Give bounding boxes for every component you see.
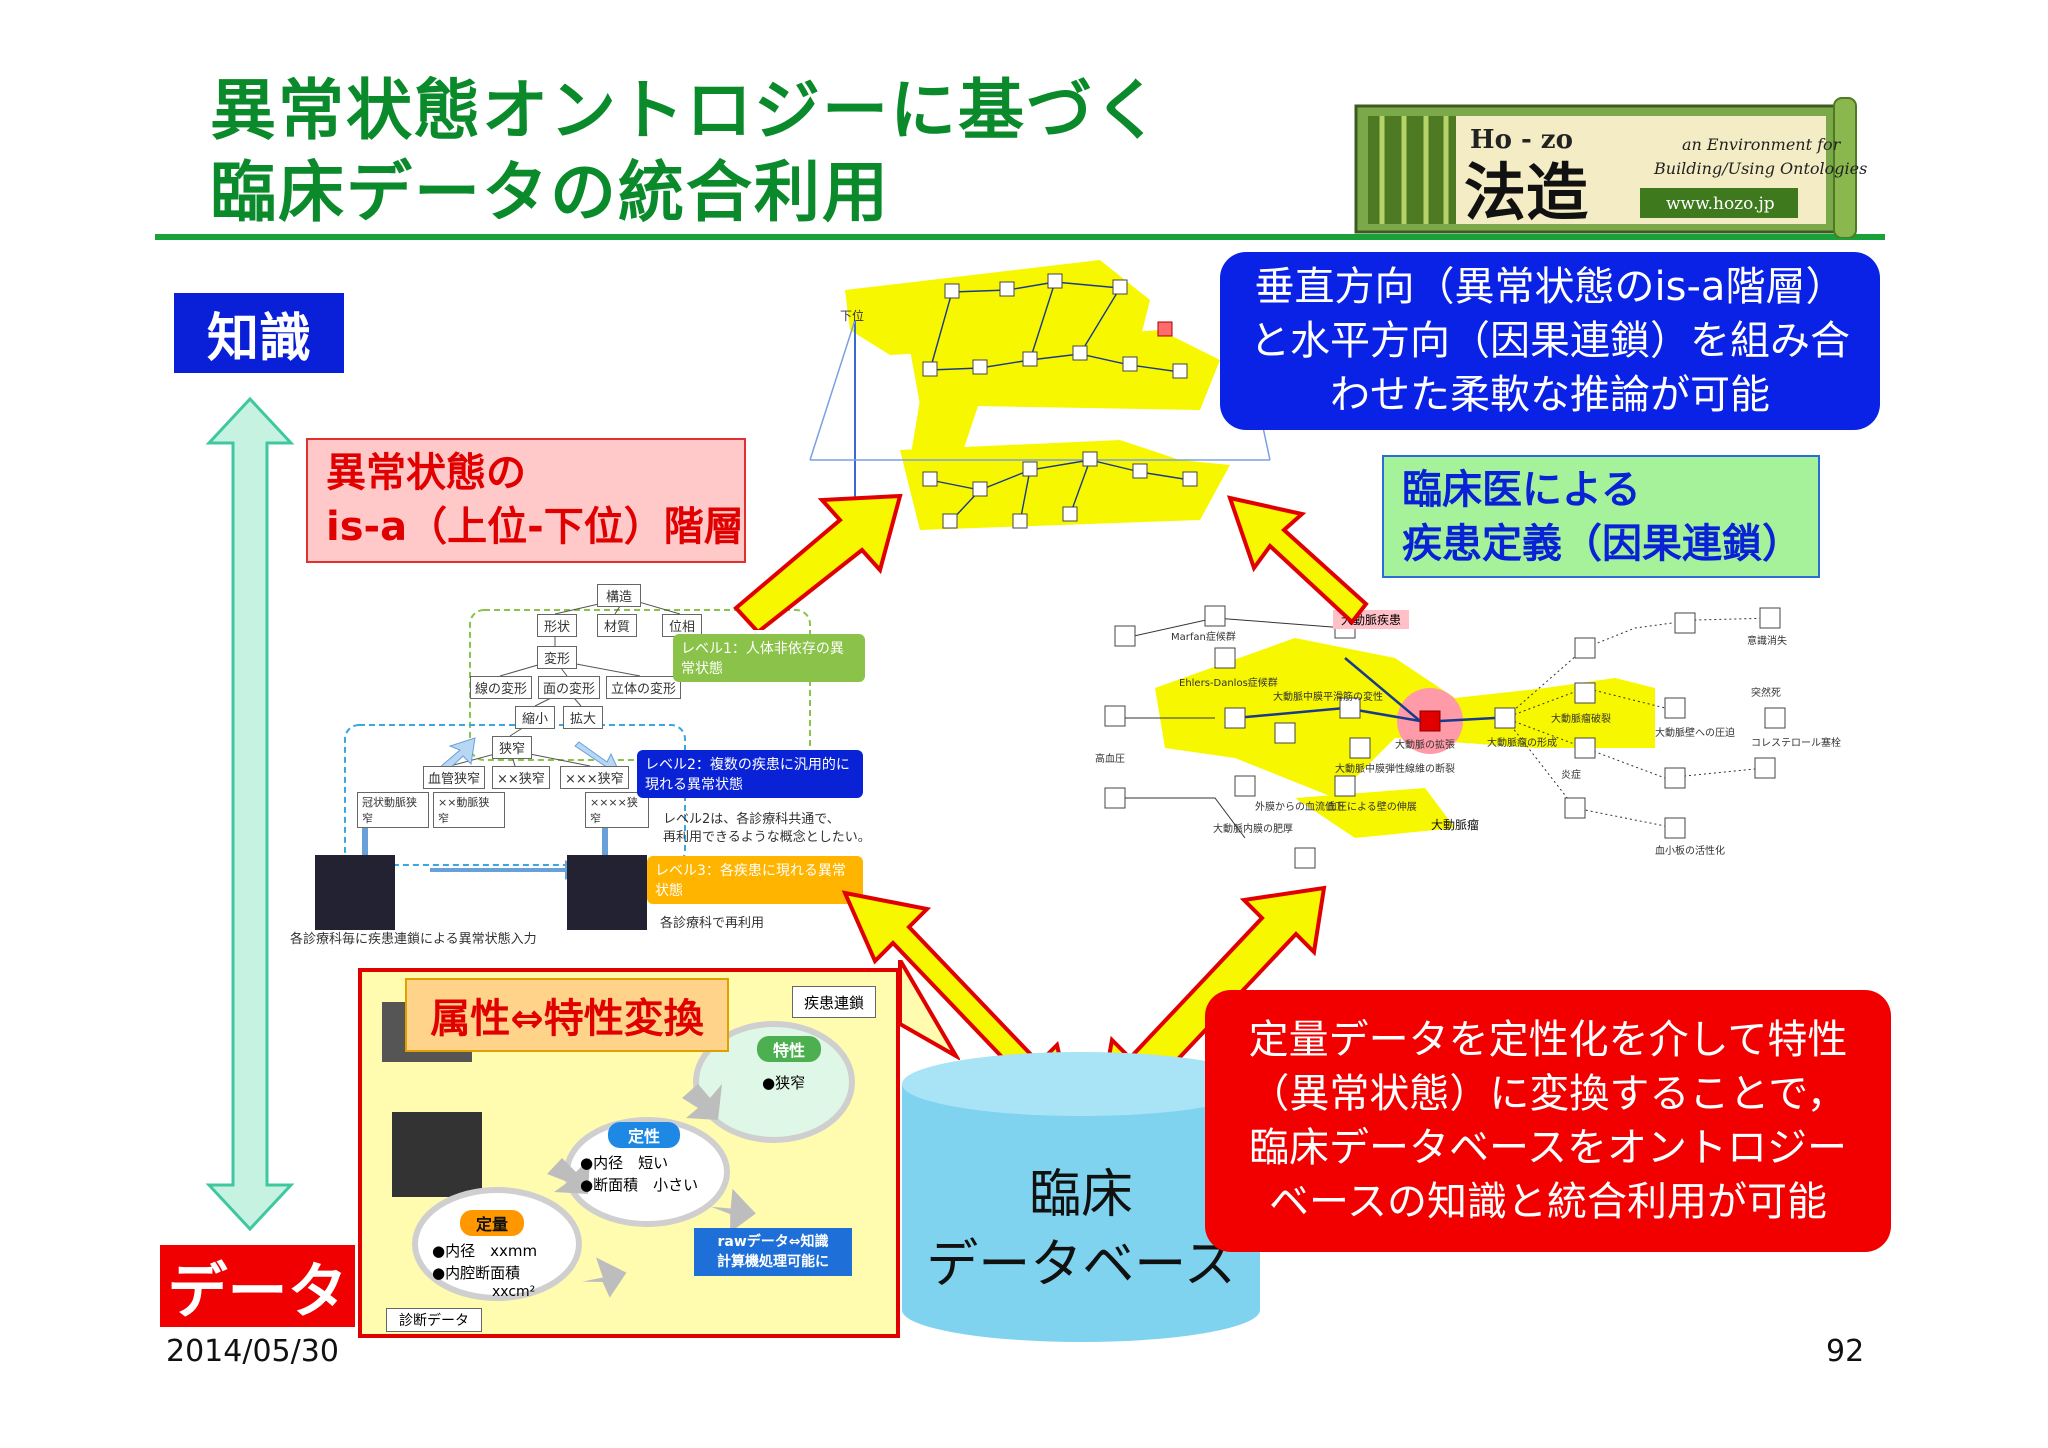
node-shape: 形状 <box>537 614 578 637</box>
clinician-line-1: 臨床医による <box>1402 467 1641 513</box>
logo-url: www.hozo.jp <box>1666 194 1775 214</box>
node-wall-stretch: 血圧による壁の伸展 <box>1327 802 1417 813</box>
right-caption: 各診療科で再利用 <box>660 916 765 931</box>
causal-chain-graph: 大動脈疾患 大動脈瘤 高血圧 大動脈瘤の形成 大動脈の拡張 Marfan症候群 … <box>1095 598 1885 878</box>
node-solid-deform: 立体の変形 <box>606 676 682 699</box>
node-surface-deform: 面の変形 <box>538 676 601 699</box>
node-aorta-dilation: 大動脈の拡張 <box>1395 740 1455 751</box>
node-deform: 変形 <box>537 646 578 669</box>
title-underline <box>155 234 1885 240</box>
isa-line-2: is-a（上位-下位）階層 <box>326 504 744 550</box>
quantitative-label: 定量 <box>460 1210 524 1236</box>
attribute-trait-title: 属性⇔特性変換 <box>405 978 729 1052</box>
left-caption: 各診療科毎に疾患連鎖による異常状態入力 <box>290 932 537 947</box>
footer-date: 2014/05/30 <box>166 1334 339 1369</box>
node-intima-thickening: 大動脈内膜の肥厚 <box>1213 824 1293 835</box>
node-narrow: 狭窄 <box>492 736 533 759</box>
node-wall-pressure: 大動脈壁への圧迫 <box>1655 728 1735 739</box>
logo-romaji: Ho - zo <box>1470 125 1573 155</box>
quantitative-item-2: ●内腔断面積 <box>432 1264 521 1282</box>
isa-hierarchy-graph: 下位 <box>809 260 1271 530</box>
callout-blue-line-1: 垂直方向（異常状態のis-a階層） <box>1254 264 1846 310</box>
arrow-to-isa-graph <box>733 493 903 630</box>
level2-desc-2: 再利用できるような概念としたい。 <box>663 830 871 845</box>
node-xxxx-narrow: ××××狭窄 <box>585 792 649 828</box>
slide-title: 異常状態オントロジーに基づく 臨床データの統合利用 <box>210 70 1162 234</box>
node-vessel-narrow: 血管狭窄 <box>423 766 486 789</box>
database-label: 臨床 データベース <box>898 1160 1264 1300</box>
callout-blue-line-3: わせた柔軟な推論が可能 <box>1330 372 1770 418</box>
logo-kanji: 法造 <box>1464 156 1588 229</box>
trait-label: 特性 <box>757 1036 821 1062</box>
page-number: 92 <box>1826 1334 1865 1369</box>
knowledge-label: 知識 <box>174 293 344 373</box>
node-elastic-fiber: 大動脈中膜弾性線維の断裂 <box>1335 764 1455 775</box>
node-media-smooth-muscle: 大動脈中膜平滑筋の変性 <box>1273 692 1383 703</box>
node-expand: 拡大 <box>563 706 604 729</box>
node-inflammation: 炎症 <box>1561 770 1581 781</box>
diagnosis-data-tag: 診断データ <box>386 1308 482 1332</box>
title-line-1: 異常状態オントロジーに基づく <box>210 72 1162 149</box>
level1-note: レベル1：人体非依存の異常状態 <box>673 634 865 682</box>
node-shrink: 縮小 <box>515 706 556 729</box>
node-xx-narrow: ××狭窄 <box>492 766 550 789</box>
disease-chain-tag: 疾患連鎖 <box>792 986 876 1018</box>
qualitative-item-2: ●断面積 小さい <box>580 1176 699 1194</box>
clinical-database-cylinder <box>902 1052 1260 1342</box>
hozo-logo: Ho - zo 法造 an Environment for Building/U… <box>1352 96 1872 239</box>
node-cholesterol-embolism: コレステロール塞栓 <box>1751 738 1841 749</box>
quantitative-item-1: ●内径 xxmm <box>432 1242 538 1260</box>
data-label: データ <box>160 1245 355 1327</box>
raw-note-line-1: rawデータ⇔知識 <box>717 1234 829 1250</box>
node-ehlers-danlos: Ehlers-Danlos症候群 <box>1179 678 1278 689</box>
node-aneurysm-formation: 大動脈瘤の形成 <box>1487 738 1557 749</box>
aneurysm-tag: 大動脈瘤 <box>1431 818 1480 832</box>
clinician-definition-box: 臨床医による 疾患定義（因果連鎖） <box>1382 455 1820 578</box>
callout-blue-line-2: と水平方向（因果連鎖）を組み合 <box>1250 318 1850 364</box>
logo-tagline-2: Building/Using Ontologies <box>1653 159 1867 178</box>
isa-line-1: 異常状態の <box>326 450 526 496</box>
vertical-double-arrow <box>205 396 295 1232</box>
quantitative-item-3: xxcm² <box>492 1284 536 1300</box>
raw-data-note: rawデータ⇔知識 計算機処理可能に <box>694 1228 852 1276</box>
integration-callout: 定量データを定性化を介して特性 （異常状態）に変換することで， 臨床データベース… <box>1205 990 1891 1252</box>
node-structure: 構造 <box>597 584 642 607</box>
node-hypertension: 高血圧 <box>1095 754 1125 765</box>
qualitative-item-1: ●内径 短い <box>580 1154 669 1172</box>
qualitative-label: 定性 <box>608 1122 680 1148</box>
level2-note: レベル2：複数の疾患に汎用的に現れる異常状態 <box>637 750 863 798</box>
level3-note: レベル3：各疾患に現れる異常状態 <box>647 856 863 904</box>
node-marfan: Marfan症候群 <box>1171 632 1236 643</box>
clinician-line-2: 疾患定義（因果連鎖） <box>1402 521 1802 567</box>
callout-red-line-3: 臨床データベースをオントロジー <box>1249 1125 1847 1171</box>
node-sudden-death: 突然死 <box>1751 688 1781 699</box>
attr-panel-pointer <box>898 960 960 1060</box>
callout-red-line-4: ベースの知識と統合利用が可能 <box>1269 1179 1827 1225</box>
arrow-to-clinician-def <box>1226 495 1369 625</box>
node-topology: 位相 <box>662 614 703 637</box>
abnormal-state-hierarchy: 構造 形状 材質 位相 変形 線の変形 面の変形 立体の変形 縮小 拡大 狭窄 … <box>285 570 871 950</box>
database-line-1: 臨床 <box>1028 1165 1133 1225</box>
node-material: 材質 <box>597 614 638 637</box>
raw-note-line-2: 計算機処理可能に <box>717 1254 829 1270</box>
vertical-horizontal-reasoning-callout: 垂直方向（異常状態のis-a階層） と水平方向（因果連鎖）を組み合 わせた柔軟な… <box>1220 252 1880 430</box>
node-rupture: 大動脈瘤破裂 <box>1551 714 1611 725</box>
logo-tagline-1: an Environment for <box>1682 135 1842 154</box>
node-platelet-activation: 血小板の活性化 <box>1655 846 1725 857</box>
node-xx-artery-narrow: ××動脈狭窄 <box>433 792 505 828</box>
level2-desc-1: レベル2は、各診療科共通で、 <box>663 812 840 827</box>
isa-graph-label: 下位 <box>840 308 864 323</box>
node-coronary-narrow: 冠状動脈狭窄 <box>357 792 429 828</box>
trait-item: ●狭窄 <box>762 1074 806 1092</box>
node-adventitia-flow: 外膜からの血流低下 <box>1255 802 1345 813</box>
node-xxx-narrow: ×××狭窄 <box>560 766 629 789</box>
database-line-2: データベース <box>926 1235 1236 1295</box>
node-unconscious: 意識消失 <box>1747 636 1787 647</box>
isa-hierarchy-label-box: 異常状態の is-a（上位-下位）階層 <box>306 438 746 563</box>
callout-red-line-1: 定量データを定性化を介して特性 <box>1248 1017 1848 1063</box>
node-line-deform: 線の変形 <box>470 676 533 699</box>
title-line-2: 臨床データの統合利用 <box>210 154 890 231</box>
callout-red-line-2: （異常状態）に変換することで， <box>1249 1071 1847 1117</box>
